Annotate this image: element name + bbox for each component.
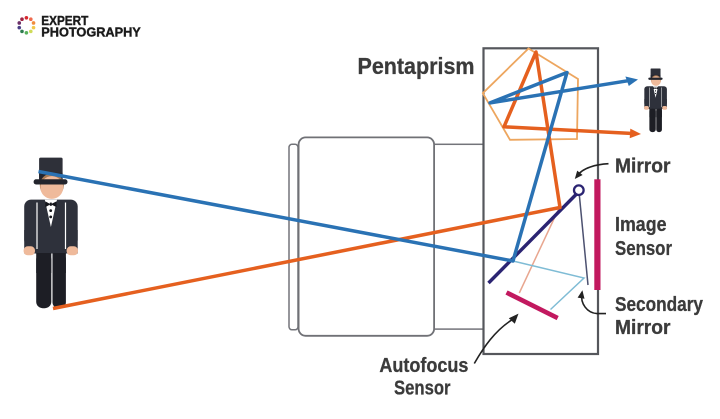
- svg-text:Image: Image: [615, 213, 667, 236]
- svg-text:PHOTOGRAPHY: PHOTOGRAPHY: [41, 24, 141, 39]
- svg-text:Mirror: Mirror: [615, 316, 671, 339]
- svg-text:Secondary: Secondary: [615, 293, 703, 316]
- svg-text:Autofocus: Autofocus: [379, 354, 468, 377]
- svg-text:Sensor: Sensor: [615, 237, 672, 260]
- svg-text:Pentaprism: Pentaprism: [358, 53, 475, 79]
- svg-text:Sensor: Sensor: [394, 376, 451, 399]
- svg-text:Mirror: Mirror: [615, 155, 671, 178]
- svg-text:EXPERT: EXPERT: [41, 13, 88, 28]
